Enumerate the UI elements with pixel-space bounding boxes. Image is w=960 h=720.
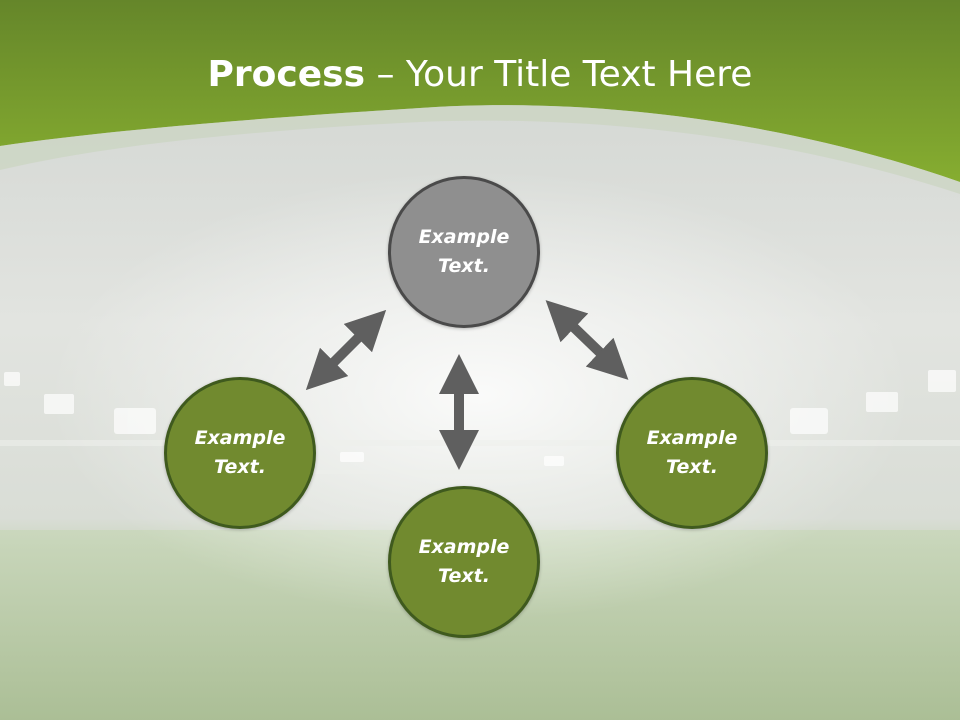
node-top: Example Text. — [388, 176, 540, 328]
node-left-text: Example Text. — [194, 427, 286, 478]
node-right-text: Example Text. — [646, 427, 738, 478]
arrow-top-right — [545, 300, 629, 380]
title-rest: – Your Title Text Here — [365, 54, 753, 95]
title-bold: Process — [207, 54, 366, 95]
arrow-top-left — [305, 309, 387, 391]
node-bottom-text: Example Text. — [418, 536, 510, 587]
slide-title: Process – Your Title Text Here — [0, 52, 960, 98]
node-top-text: Example Text. — [418, 226, 510, 277]
node-left: Example Text. — [164, 377, 316, 529]
node-right: Example Text. — [616, 377, 768, 529]
node-bottom: Example Text. — [388, 486, 540, 638]
